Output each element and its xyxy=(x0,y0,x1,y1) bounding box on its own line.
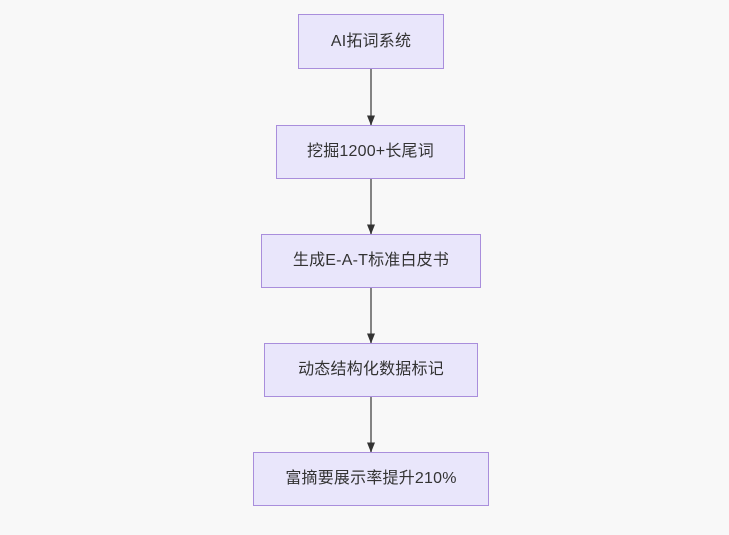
flow-node-mine-longtail-keywords[interactable]: 挖掘1200+长尾词 xyxy=(276,125,465,179)
flow-node-label: 挖掘1200+长尾词 xyxy=(307,143,434,161)
flow-node-dynamic-structured-data-markup[interactable]: 动态结构化数据标记 xyxy=(264,343,478,397)
flow-node-generate-eat-whitepaper[interactable]: 生成E-A-T标准白皮书 xyxy=(261,234,481,288)
flow-node-label: 富摘要展示率提升210% xyxy=(285,470,457,488)
flow-node-label: 动态结构化数据标记 xyxy=(298,361,444,379)
flow-node-ai-keyword-expansion-system[interactable]: AI拓词系统 xyxy=(298,14,444,69)
flow-node-label: 生成E-A-T标准白皮书 xyxy=(292,252,450,270)
flow-node-label: AI拓词系统 xyxy=(330,32,412,50)
flow-node-rich-snippet-impression-lift[interactable]: 富摘要展示率提升210% xyxy=(253,452,489,506)
